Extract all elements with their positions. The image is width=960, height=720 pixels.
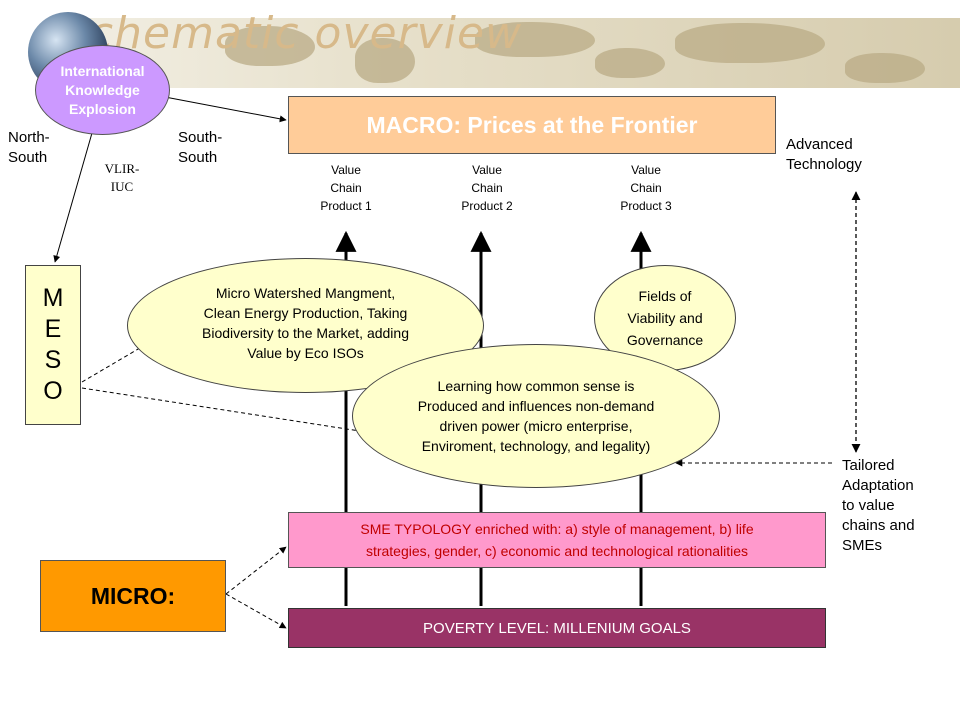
- meso-letter-m: M: [42, 284, 64, 312]
- watershed-line-4: Value by Eco ISOs: [247, 344, 364, 361]
- value-chain-1-line-2: Chain: [330, 181, 362, 195]
- watershed-line-2: Clean Energy Production, Taking: [203, 304, 408, 321]
- bubble-line-3: Explosion: [69, 100, 136, 117]
- south-south-line-2: South: [178, 149, 218, 166]
- header-banner: [55, 18, 960, 88]
- ike-to-meso-arrow: [53, 132, 93, 263]
- learning-line-4: Enviroment, technology, and legality): [421, 438, 651, 454]
- vlir-iuc-label: VLIR- IUC: [97, 160, 147, 196]
- value-chain-3-line-1: Value: [631, 163, 661, 177]
- value-chain-label-2: Value Chain Product 2: [432, 161, 542, 215]
- value-chain-2-line-1: Value: [472, 163, 502, 177]
- learning-line-1: Learning how common sense is: [437, 378, 635, 394]
- learning-line-3: driven power (micro enterprise,: [439, 418, 633, 434]
- value-chain-1-line-1: Value: [331, 163, 361, 177]
- micro-box: MICRO:: [40, 560, 226, 632]
- fields-line-2: Viability and: [627, 310, 703, 326]
- north-south-line-2: South: [8, 149, 48, 166]
- meso-letter-e: E: [44, 315, 62, 343]
- tailored-line-2: Adaptation: [842, 477, 914, 494]
- micro-to-poverty-arrow: [225, 593, 287, 629]
- meso-letter-s: S: [44, 346, 62, 374]
- bubble-line-2: Knowledge: [65, 81, 140, 98]
- advanced-technology-label: Advanced Technology: [786, 135, 862, 175]
- tailored-line-5: SMEs: [842, 537, 883, 554]
- fields-line-3: Governance: [626, 332, 704, 348]
- tailored-line-3: to value: [842, 497, 895, 514]
- learning-line-2: Produced and influences non-demand: [417, 398, 655, 414]
- sme-typology-box: SME TYPOLOGY enriched with: a) style of …: [288, 512, 826, 568]
- meso-letter-o: O: [43, 377, 63, 405]
- value-chain-label-3: Value Chain Product 3: [591, 161, 701, 215]
- advanced-line-2: Technology: [786, 156, 862, 173]
- macro-box: MACRO: Prices at the Frontier: [288, 96, 776, 154]
- tailored-line-1: Tailored: [842, 457, 895, 474]
- value-chain-3-line-2: Chain: [630, 181, 662, 195]
- poverty-level-box: POVERTY LEVEL: MILLENIUM GOALS: [288, 608, 826, 648]
- value-chain-label-1: Value Chain Product 1: [291, 161, 401, 215]
- sme-line-2: strategies, gender, c) economic and tech…: [365, 543, 749, 559]
- meso-to-watershed-arrow: [81, 344, 146, 383]
- north-south-line-1: North-: [8, 129, 50, 146]
- micro-to-sme-arrow: [225, 546, 287, 595]
- learning-ellipse: Learning how common sense is Produced an…: [352, 344, 720, 488]
- value-chain-1-line-3: Product 1: [320, 199, 372, 213]
- tailored-adaptation-label: Tailored Adaptation to value chains and …: [842, 456, 915, 556]
- vlir-line-1: VLIR-: [104, 161, 140, 176]
- tailored-line-4: chains and: [842, 517, 915, 534]
- sme-line-1: SME TYPOLOGY enriched with: a) style of …: [360, 521, 754, 537]
- south-south-label: South- South: [178, 128, 222, 168]
- watershed-line-1: Micro Watershed Mangment,: [215, 284, 396, 301]
- meso-to-learning-arrow: [81, 387, 367, 435]
- north-south-label: North- South: [8, 128, 50, 168]
- value-chain-2-line-3: Product 2: [461, 199, 513, 213]
- meso-box: M E S O: [25, 265, 81, 425]
- south-south-line-1: South-: [178, 129, 223, 146]
- watershed-line-3: Biodiversity to the Market, adding: [202, 324, 409, 341]
- bubble-line-1: International: [60, 62, 145, 79]
- fields-line-1: Fields of: [638, 288, 692, 304]
- vlir-line-2: IUC: [110, 179, 134, 194]
- ike-to-macro-arrow: [164, 96, 287, 123]
- value-chain-3-line-3: Product 3: [620, 199, 672, 213]
- value-chain-2-line-2: Chain: [471, 181, 503, 195]
- advanced-line-1: Advanced: [786, 136, 853, 153]
- knowledge-explosion-bubble: International Knowledge Explosion: [35, 45, 170, 135]
